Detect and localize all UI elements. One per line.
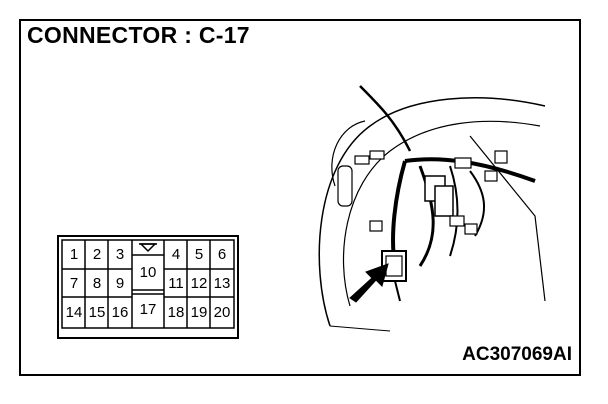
pin-1: 1: [69, 246, 79, 263]
diagram-frame: [19, 19, 581, 376]
connector-location-illustration: [318, 85, 546, 332]
connector-pinout: 1 2 3 7 8 9 14 15 16 10 17 4 5 6 11 12 1…: [57, 235, 239, 339]
pin-6: 6: [217, 246, 227, 263]
pin-7: 7: [69, 275, 79, 292]
pin-16: 16: [111, 304, 129, 321]
pin-9: 9: [115, 275, 125, 292]
figure-code: AC307069AI: [462, 344, 572, 365]
pin-18: 18: [167, 304, 185, 321]
pin-3: 3: [115, 246, 125, 263]
pin-14: 14: [65, 304, 83, 321]
pin-10: 10: [139, 264, 157, 281]
pin-12: 12: [190, 275, 208, 292]
pin-4: 4: [171, 246, 181, 263]
pin-15: 15: [88, 304, 106, 321]
connector-outline: [57, 235, 239, 339]
pin-13: 13: [213, 275, 231, 292]
pin-20: 20: [213, 304, 231, 321]
pin-17: 17: [139, 301, 157, 318]
pin-19: 19: [190, 304, 208, 321]
pin-8: 8: [92, 275, 102, 292]
pin-5: 5: [194, 246, 204, 263]
connector-title: CONNECTOR : C-17: [27, 22, 250, 48]
pin-2: 2: [92, 246, 102, 263]
pin-11: 11: [168, 275, 184, 292]
